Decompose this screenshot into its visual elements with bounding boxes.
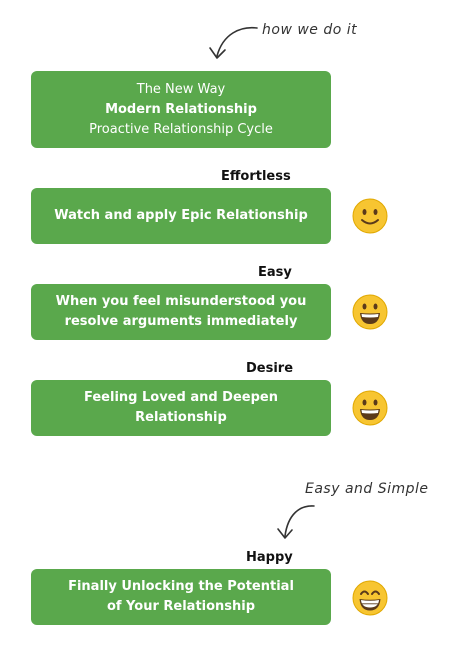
- step-card-easy: When you feel misunderstood you resolve …: [31, 284, 331, 340]
- curved-arrow-icon: [277, 505, 315, 539]
- beaming-face-icon: [352, 580, 388, 616]
- step-card-effortless: Watch and apply Epic Relationship: [31, 188, 331, 244]
- step-label-happy: Happy: [246, 550, 293, 565]
- step-card-happy: Finally Unlocking the Potential of Your …: [31, 569, 331, 625]
- step-card-line: When you feel misunderstood you: [55, 294, 307, 309]
- slightly-smiling-face-icon: [352, 198, 388, 234]
- top-note: how we do it: [262, 22, 358, 38]
- step-card-line: resolve arguments immediately: [64, 314, 298, 329]
- step-label-desire: Desire: [246, 361, 294, 376]
- header-line-new-way: The New Way: [136, 81, 226, 97]
- grinning-face-icon: [352, 390, 388, 426]
- step-card-line: of Your Relationship: [106, 599, 256, 614]
- bottom-note: Easy and Simple: [305, 481, 429, 497]
- step-label-easy: Easy: [258, 265, 292, 280]
- header-card: The New Way Modern Relationship Proactiv…: [31, 71, 331, 148]
- curved-arrow-icon: [209, 26, 258, 59]
- grinning-face-icon: [352, 294, 388, 330]
- step-label-effortless: Effortless: [221, 169, 291, 184]
- step-card-line: Feeling Loved and Deepen Relationship: [84, 390, 278, 425]
- header-line-proactive-cycle: Proactive Relationship Cycle: [89, 121, 273, 137]
- step-card-desire: Feeling Loved and Deepen Relationship: [31, 380, 331, 436]
- step-card-line: Watch and apply Epic Relationship: [54, 208, 308, 223]
- header-line-modern-relationship: Modern Relationship: [105, 101, 257, 117]
- step-card-line: Finally Unlocking the Potential: [68, 579, 294, 594]
